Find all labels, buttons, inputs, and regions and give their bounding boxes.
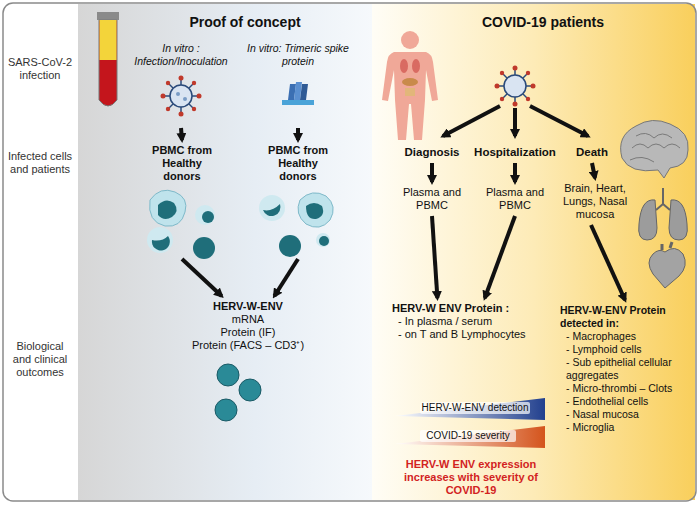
infection-arrows xyxy=(443,106,588,136)
virus-icon xyxy=(495,66,536,107)
node-heading: HERV-W-ENV Protein detected in: xyxy=(560,304,690,330)
node-text: - Endothelial cells xyxy=(560,395,690,408)
node-text: - Macrophages xyxy=(560,330,690,343)
heart-icon xyxy=(649,242,685,288)
text-node: HERV-W-ENVmRNAProtein (IF)Protein (FACS … xyxy=(182,298,314,354)
text-node: Plasma and PBMC xyxy=(396,184,468,214)
node-text: - on T and B Lymphocytes xyxy=(392,328,546,341)
text-node: PBMC from Healthy donors xyxy=(262,142,334,257)
note-label: COVID-19 severity xyxy=(420,430,516,442)
node-heading: PBMC from Healthy donors xyxy=(148,144,216,183)
node-heading: Death xyxy=(568,145,616,159)
node-text: - Microglia xyxy=(560,421,690,434)
text-node: In vitro : Infection/Inoculation xyxy=(122,40,240,126)
flow-arrow xyxy=(592,163,595,178)
node-heading: Hospitalization xyxy=(472,145,558,159)
node-text: - Sub epithelial cellular aggregates xyxy=(560,356,690,382)
flow-arrow xyxy=(182,259,222,296)
panel-heading: Proof of concept xyxy=(140,14,350,31)
node-heading: PBMC from Healthy donors xyxy=(264,144,332,183)
node-heading: HERV-W ENV Protein : xyxy=(392,302,546,315)
outer-frame xyxy=(3,3,696,501)
panel-heading: COVID-19 patients xyxy=(458,14,628,31)
blood-tube xyxy=(97,12,119,106)
node-heading: In vitro : Infection/Inoculation xyxy=(124,42,238,68)
text-node: Death xyxy=(566,143,618,161)
human-figure xyxy=(382,31,438,140)
node-text: mRNA xyxy=(184,313,312,326)
text-node: Plasma and PBMC xyxy=(478,184,552,214)
severity-wedge xyxy=(395,426,545,448)
text-node: Brain, Heart, Lungs, Nasal mucosa xyxy=(555,180,635,223)
flow-arrow xyxy=(485,216,515,298)
text-node: PBMC from Healthy donors xyxy=(146,142,218,257)
pbmc-cells xyxy=(147,190,215,259)
patients-panel xyxy=(372,4,695,500)
node-heading: Brain, Heart, Lungs, Nasal mucosa xyxy=(557,182,633,221)
node-heading: Plasma and PBMC xyxy=(398,186,466,212)
row-label: Biological and clinical outcomes xyxy=(6,340,74,379)
spike-protein-icon xyxy=(282,82,314,105)
text-node: HERV-W-ENV Protein detected in:- Macroph… xyxy=(558,302,692,436)
text-node: HERV-W ENV Protein :- In plasma / serum-… xyxy=(390,300,548,343)
flow-arrow xyxy=(430,163,434,182)
lymphocytes xyxy=(215,364,261,421)
proof-panel xyxy=(78,4,372,500)
pbmc-cells xyxy=(259,193,333,257)
flow-arrow xyxy=(181,128,182,140)
node-heading: Diagnosis xyxy=(398,145,466,159)
node-text: - Lymphoid cells xyxy=(560,343,690,356)
node-text: - Nasal mucosa xyxy=(560,408,690,421)
flow-arrow xyxy=(513,163,517,182)
flow-arrow xyxy=(296,128,300,140)
detection-wedge xyxy=(395,398,545,420)
lungs-icon xyxy=(639,188,688,240)
node-heading: HERV-W-ENV xyxy=(184,300,312,313)
flow-arrow xyxy=(432,216,437,298)
node-text: - In plasma / serum xyxy=(392,315,546,328)
virus-icon xyxy=(161,76,202,117)
node-heading: In vitro: Trimeric spike protein xyxy=(246,42,350,68)
flow-arrow xyxy=(274,259,298,296)
note-label: HERV-W ENV expression increases with sev… xyxy=(390,458,552,497)
flow-arrow xyxy=(591,225,625,300)
row-label: SARS-CoV-2 infection xyxy=(6,56,74,82)
node-text: Protein (IF) xyxy=(184,326,312,339)
node-text: Protein (FACS – CD3⁺) xyxy=(184,339,312,352)
note-label: HERV-W-ENV detection xyxy=(420,402,530,414)
brain-icon xyxy=(621,120,689,178)
row-label: Infected cells and patients xyxy=(6,150,74,176)
node-heading: Plasma and PBMC xyxy=(480,186,550,212)
text-node: In vitro: Trimeric spike protein xyxy=(244,40,352,126)
text-node: Diagnosis xyxy=(396,143,468,161)
node-text: - Micro-thrombi – Clots xyxy=(560,382,690,395)
text-node: Hospitalization xyxy=(470,143,560,161)
